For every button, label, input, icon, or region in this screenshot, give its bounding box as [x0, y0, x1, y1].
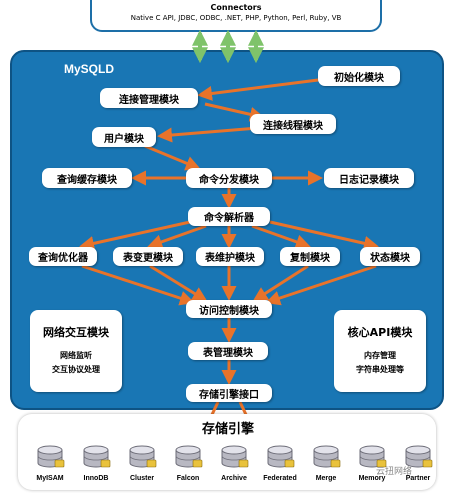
access-control-module: 访问控制模块 [186, 300, 272, 318]
database-icon [83, 445, 111, 468]
storage-engine-title: 存储引擎 [201, 422, 254, 437]
core-api-module-title: 核心API模块 [347, 326, 413, 339]
storage-engine-interface: 存储引擎接口 [186, 384, 272, 402]
engine-item: Falcon [166, 445, 210, 482]
engine-item: Memory [350, 445, 394, 482]
database-icon [313, 445, 341, 468]
connectors-list: Native C API, JDBC, ODBC, .NET, PHP, Pyt… [130, 14, 342, 22]
database-icon [175, 445, 203, 468]
command-dispatcher-module: 命令分发模块 [186, 168, 272, 188]
query-cache-module: 查询缓存模块 [42, 168, 132, 188]
database-icon [267, 445, 295, 468]
engine-item: Archive [212, 445, 256, 482]
engine-item: MyISAM [28, 445, 72, 482]
engine-item: Partner [396, 445, 440, 482]
watermark: 云扭网络 [376, 467, 413, 477]
network-module-line: 交互协议处理 [52, 365, 100, 374]
mysqld-title: MySQLD [64, 62, 115, 76]
log-module: 日志记录模块 [324, 168, 414, 188]
connection-thread-module: 连接线程模块 [250, 114, 336, 134]
engine-label: Falcon [176, 475, 200, 482]
connectors-box: Connectors Native C API, JDBC, ODBC, .NE… [90, 0, 382, 32]
engine-label: Memory [358, 475, 386, 482]
engine-label: Merge [315, 475, 337, 482]
command-parser: 命令解析器 [188, 207, 270, 226]
table-maintenance-module: 表维护模块 [196, 247, 264, 266]
engine-item: InnoDB [74, 445, 118, 482]
engine-label: Archive [221, 475, 247, 482]
database-icon [405, 445, 433, 468]
network-module-title: 网络交互模块 [43, 326, 109, 339]
network-module-panel: 网络交互模块 网络监听 交互协议处理 [30, 310, 122, 392]
engine-label: MyISAM [36, 475, 64, 482]
connection-management-module: 连接管理模块 [100, 88, 198, 108]
database-icon [37, 445, 65, 468]
core-api-module-line: 字符串处理等 [356, 365, 404, 374]
connectors-title: Connectors [210, 3, 262, 12]
engine-label: InnoDB [83, 475, 109, 482]
query-optimizer: 查询优化器 [29, 247, 97, 266]
database-icon [359, 445, 387, 468]
core-api-module-panel: 核心API模块 内存管理 字符串处理等 [334, 310, 426, 392]
network-module-line: 网络监听 [60, 351, 92, 360]
database-icon [221, 445, 249, 468]
engine-item: Merge [304, 445, 348, 482]
engine-label: Cluster [129, 475, 155, 482]
connector-links [192, 29, 264, 64]
engine-item: Cluster [120, 445, 164, 482]
flow-arrows [79, 78, 379, 443]
init-module: 初始化模块 [318, 66, 400, 86]
table-change-module: 表变更模块 [113, 247, 183, 266]
engine-label: Federated [263, 475, 297, 482]
engine-label: Partner [405, 475, 431, 482]
status-module: 状态模块 [360, 247, 420, 266]
database-icon [129, 445, 157, 468]
engine-item: Federated [258, 445, 302, 482]
table-management-module: 表管理模块 [188, 342, 268, 360]
replication-module: 复制模块 [280, 247, 340, 266]
user-module: 用户模块 [92, 127, 156, 147]
core-api-module-line: 内存管理 [364, 351, 396, 360]
